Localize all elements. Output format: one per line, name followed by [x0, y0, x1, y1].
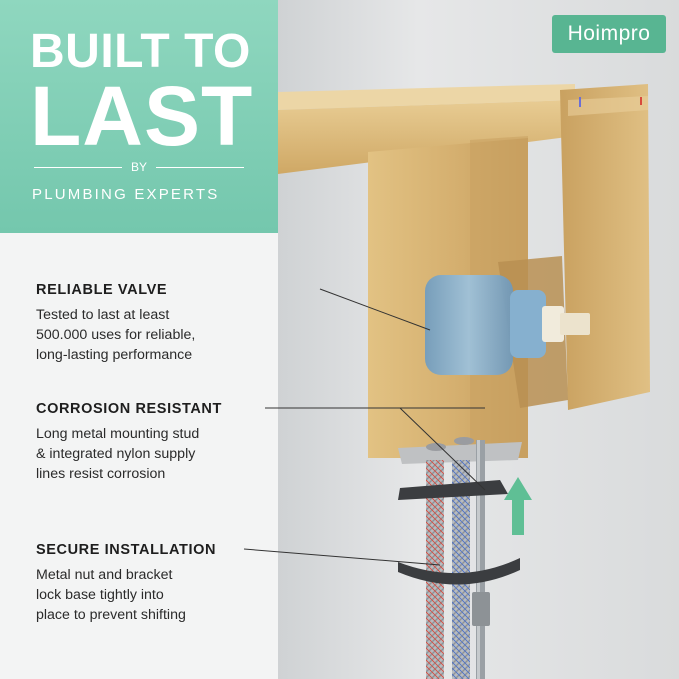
valve-cartridge	[425, 275, 590, 375]
feature-text-line: Metal nut and bracket	[36, 567, 173, 583]
up-arrow-icon	[504, 477, 532, 535]
feature-text-line: lines resist corrosion	[36, 466, 166, 482]
feature-heading: CORROSION RESISTANT	[36, 401, 222, 417]
faucet-handle	[560, 84, 650, 410]
feature-description: Metal nut and bracket lock base tightly …	[36, 565, 276, 625]
headline-line1: BUILT TO	[30, 25, 251, 78]
headline-subtitle: PLUMBING EXPERTS	[32, 186, 220, 203]
mounting-nut	[472, 592, 490, 626]
divider-line-right	[156, 167, 244, 168]
feature-corrosion-resistant: CORROSION RESISTANT Long metal mounting …	[36, 400, 276, 484]
feature-text-line: & integrated nylon supply	[36, 446, 196, 462]
feature-text-line: Long metal mounting stud	[36, 426, 200, 442]
faucet-spout	[278, 84, 575, 110]
brand-logo: Hoimpro	[552, 15, 666, 53]
feature-description: Tested to last at least 500.000 uses for…	[36, 305, 276, 365]
feature-heading: RELIABLE VALVE	[36, 282, 168, 298]
feature-text-line: lock base tightly into	[36, 587, 164, 603]
feature-reliable-valve: RELIABLE VALVE Tested to last at least 5…	[36, 281, 276, 365]
headline-line2: LAST	[30, 69, 254, 163]
by-divider: BY	[34, 160, 244, 174]
divider-line-left	[34, 167, 122, 168]
mounting-stud	[476, 440, 485, 679]
feature-text-line: long-lasting performance	[36, 347, 193, 363]
feature-text-line: 500.000 uses for reliable,	[36, 327, 196, 343]
hot-supply-line	[426, 460, 444, 679]
header-banner: BUILT TO LAST BY PLUMBING EXPERTS	[0, 0, 278, 233]
feature-heading: SECURE INSTALLATION	[36, 542, 217, 558]
feature-text-line: Tested to last at least	[36, 307, 170, 323]
feature-secure-installation: SECURE INSTALLATION Metal nut and bracke…	[36, 541, 276, 625]
cold-supply-line	[452, 460, 470, 679]
bracket-bottom	[398, 558, 520, 585]
feature-text-line: place to prevent shifting	[36, 607, 186, 623]
feature-description: Long metal mounting stud & integrated ny…	[36, 424, 276, 484]
by-label: BY	[130, 160, 147, 174]
